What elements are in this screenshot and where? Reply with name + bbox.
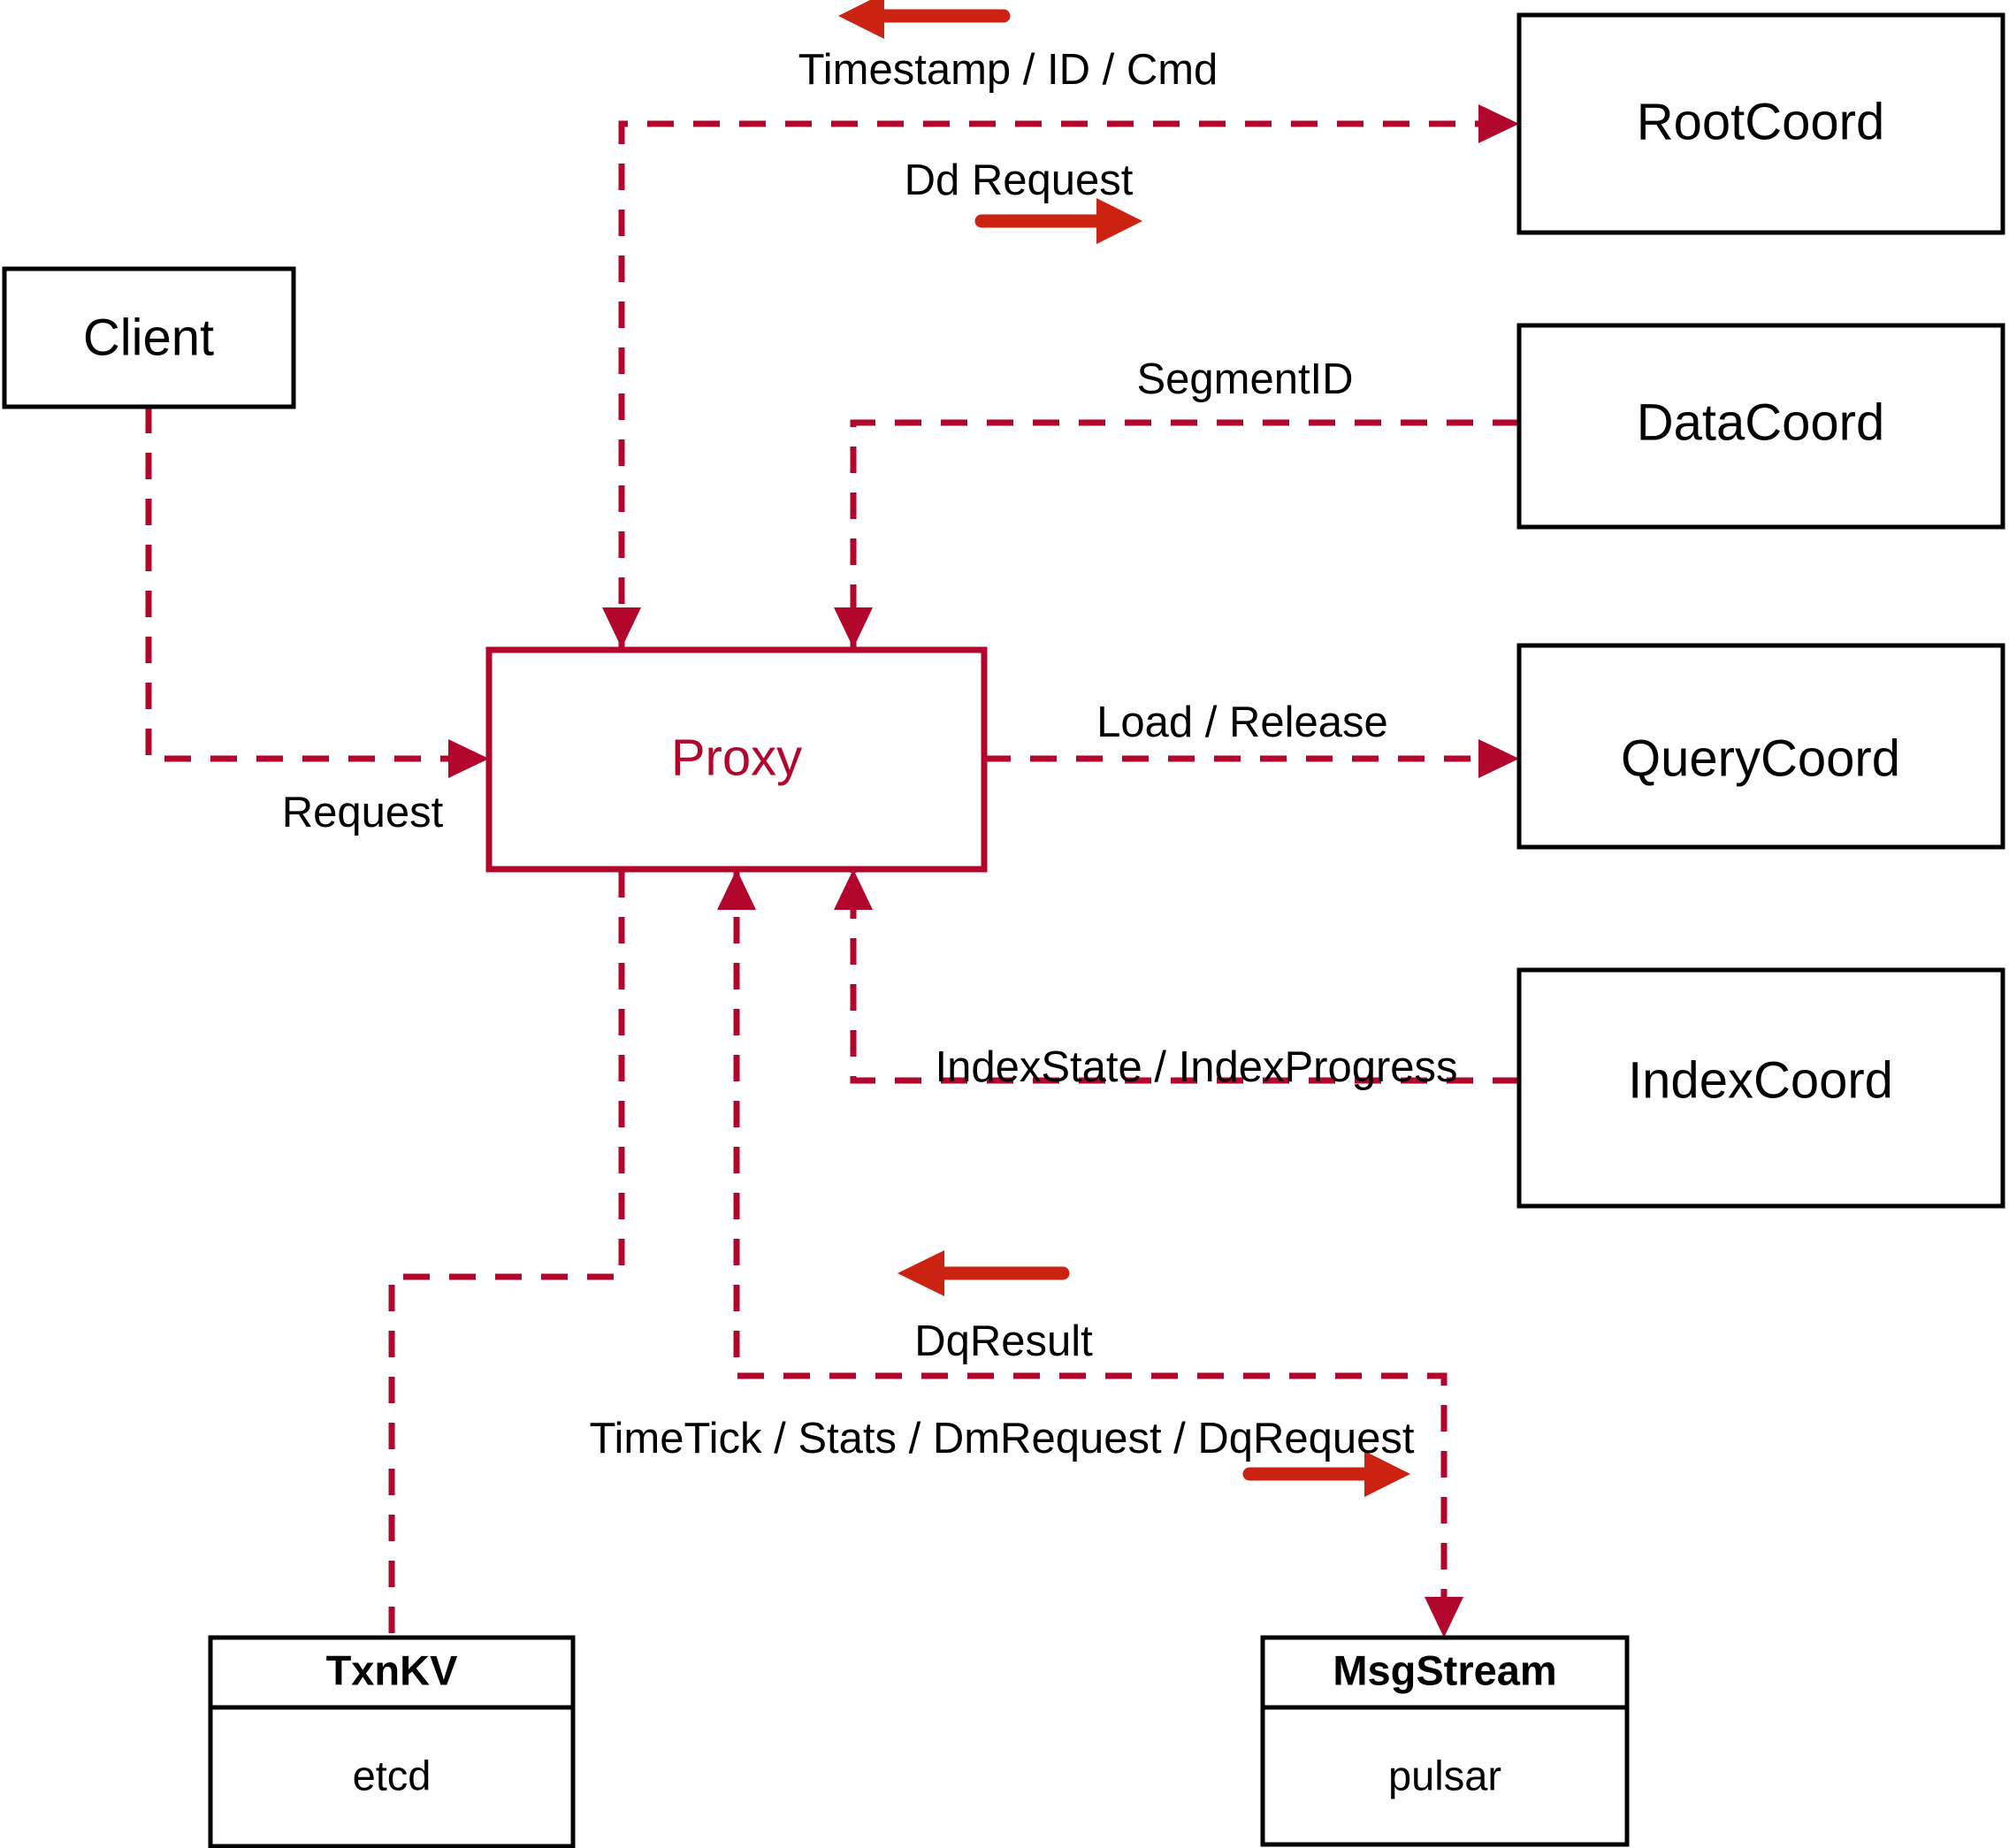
edge-label-segment-id: SegmentID	[1136, 355, 1353, 403]
edge-arrowhead-proxy-top-left	[602, 607, 641, 648]
node-proxy[interactable]: Proxy	[485, 646, 988, 873]
arrowhead-to-querycoord	[1478, 739, 1519, 778]
node-txnkv-sublabel: etcd	[353, 1752, 432, 1798]
node-client-box[interactable]	[2, 266, 296, 409]
node-client[interactable]: Client	[2, 266, 296, 409]
node-msgstream[interactable]: MsgStream pulsar	[1260, 1635, 1630, 1847]
dir-arrow-head-dd-request	[1096, 198, 1142, 244]
edge-label-dd-request: Dd Request	[905, 157, 1134, 204]
node-datacoord[interactable]: DataCoord	[1516, 323, 2005, 530]
edge-line-indexcoord-proxy	[850, 871, 1519, 1084]
arrowhead-into-proxy-from-indexcoord	[834, 869, 873, 910]
arrowhead-to-msgstream	[1425, 1597, 1463, 1638]
dir-arrow-head-timetick	[1364, 1451, 1410, 1497]
direction-arrow-timetick-right	[1242, 1451, 1410, 1497]
dir-arrow-head-timestamp	[838, 0, 884, 39]
direction-arrow-timestamp-left	[838, 0, 1011, 39]
node-txnkv-box[interactable]	[208, 1635, 576, 1848]
edge-proxy-txnkv	[388, 871, 625, 1638]
node-proxy-label: Proxy	[671, 729, 802, 786]
arrowhead-to-rootcoord	[1478, 104, 1519, 143]
node-datacoord-label: DataCoord	[1637, 393, 1884, 451]
node-msgstream-box[interactable]	[1260, 1635, 1630, 1847]
arrowhead-into-proxy-from-rootcoord	[602, 607, 641, 648]
edge-client-proxy	[145, 407, 489, 778]
edge-label-timestamp-id-cmd: Timestamp / ID / Cmd	[798, 46, 1218, 94]
edge-label-index-state-progress: IndexState / IndexProgress	[935, 1043, 1457, 1091]
arrowhead-into-proxy-from-msgstream	[717, 869, 756, 910]
edge-proxy-rootcoord	[618, 104, 1519, 650]
node-msgstream-sublabel: pulsar	[1388, 1752, 1501, 1798]
edge-line-client-proxy	[145, 407, 489, 762]
edge-label-dq-result: DqResult	[914, 1317, 1093, 1365]
edge-datacoord-proxy	[834, 419, 1519, 650]
node-indexcoord-box[interactable]	[1516, 967, 2005, 1209]
edge-proxy-msgstream	[717, 869, 1463, 1638]
edge-line-proxy-rootcoord	[618, 120, 1503, 650]
dir-arrow-head-dqresult	[898, 1250, 944, 1296]
node-client-label: Client	[83, 309, 214, 366]
node-txnkv[interactable]: TxnKV etcd	[208, 1635, 576, 1848]
node-msgstream-label: MsgStream	[1333, 1646, 1556, 1693]
node-rootcoord[interactable]: RootCoord	[1516, 12, 2005, 235]
node-rootcoord-label: RootCoord	[1637, 93, 1884, 150]
node-proxy-box[interactable]	[485, 646, 988, 873]
edge-line-proxy-txnkv	[388, 871, 625, 1638]
node-rootcoord-box[interactable]	[1516, 12, 2005, 235]
arrowhead-to-proxy-from-client	[448, 739, 489, 778]
node-querycoord-label: QueryCoord	[1621, 729, 1900, 787]
direction-arrow-dd-request-right	[974, 198, 1142, 244]
node-indexcoord-label: IndexCoord	[1628, 1051, 1893, 1109]
edge-label-request: Request	[282, 789, 444, 836]
edge-proxy-querycoord	[984, 739, 1519, 778]
node-querycoord-box[interactable]	[1516, 643, 2005, 850]
edge-label-load-release: Load / Release	[1096, 699, 1388, 746]
node-indexcoord[interactable]: IndexCoord	[1516, 967, 2005, 1209]
direction-arrow-dqresult-left	[898, 1250, 1070, 1296]
edge-indexcoord-proxy	[834, 869, 1519, 1084]
node-txnkv-label: TxnKV	[326, 1646, 459, 1693]
arrowhead-into-proxy-from-datacoord	[834, 607, 873, 648]
edge-label-timetick-stats: TimeTick / Stats / DmRequest / DqRequest	[589, 1415, 1414, 1462]
edge-line-datacoord-proxy	[850, 419, 1519, 650]
edge-line-proxy-msgstream	[733, 871, 1448, 1618]
node-datacoord-box[interactable]	[1516, 323, 2005, 530]
node-querycoord[interactable]: QueryCoord	[1516, 643, 2005, 850]
